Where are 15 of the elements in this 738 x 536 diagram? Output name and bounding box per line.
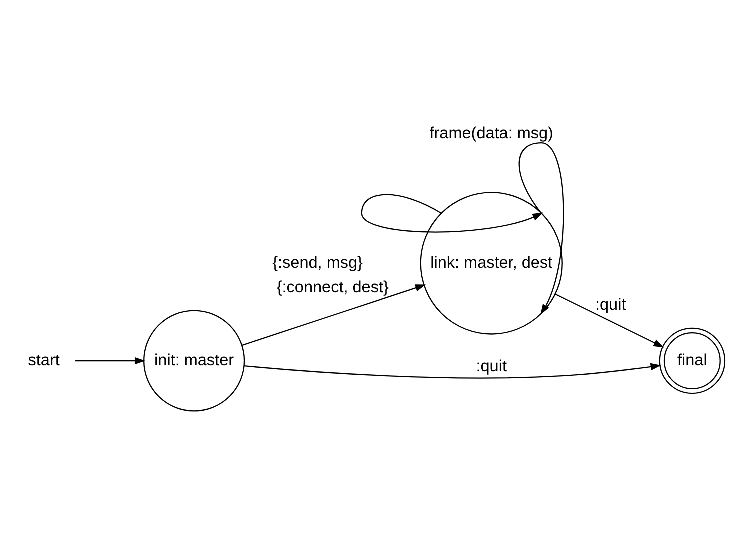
arrow <box>361 194 544 232</box>
arrow <box>518 142 564 314</box>
arrow <box>555 293 664 348</box>
arrow <box>76 356 146 364</box>
edge-label: :quit <box>476 357 507 376</box>
edge-label: {:connect, dest} <box>276 278 389 296</box>
node-circle: link: master, dest <box>420 192 563 334</box>
node-circle: final <box>659 327 726 394</box>
arrow <box>242 284 426 346</box>
edge-label: :quit <box>596 296 626 314</box>
node-text: start <box>28 350 60 369</box>
node-circle: init: master <box>144 310 246 412</box>
edge-label: frame(data: msg) <box>430 124 554 142</box>
arrow <box>244 362 662 378</box>
edge-label: {:send, msg} <box>272 253 363 272</box>
